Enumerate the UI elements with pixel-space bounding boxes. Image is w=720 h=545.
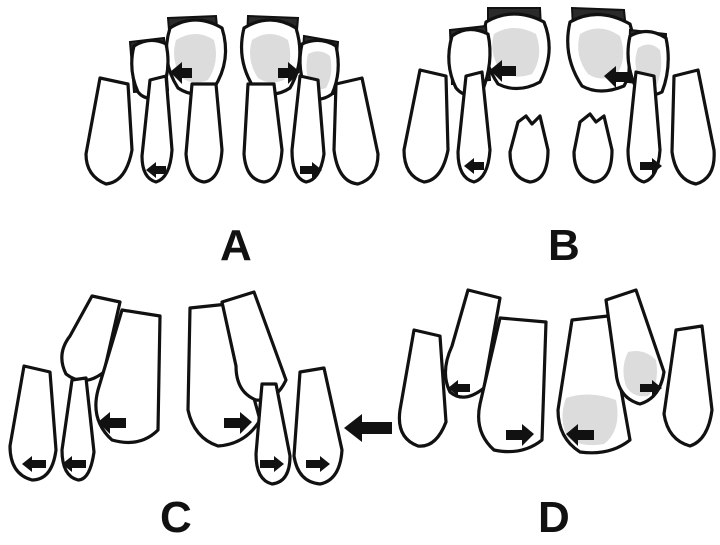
panel-label-c: C [160, 496, 192, 540]
panel-b-permanent-central-left [484, 8, 549, 89]
panel-b-primary-central-right-resorbed [574, 114, 612, 182]
panel-a [86, 16, 378, 184]
panel-d [399, 290, 712, 453]
panel-a-permanent-central-right [242, 16, 300, 94]
panel-b-primary-canine-right [672, 70, 714, 184]
arrow-icon [344, 414, 392, 442]
panel-d-primary-canine-right [664, 326, 712, 446]
panel-d-primary-canine-left [399, 330, 446, 446]
panel-a-primary-central-left [186, 84, 222, 182]
panel-label-d: D [538, 496, 570, 540]
panel-b-primary-canine-left [404, 70, 448, 182]
panel-a-permanent-central-left [166, 16, 225, 94]
panel-c-primary-lateral-right [256, 384, 290, 484]
panel-label-b: B [548, 224, 580, 268]
panel-b [404, 8, 714, 184]
panel-a-primary-central-right [244, 84, 282, 182]
panel-label-a: A [220, 224, 252, 268]
panel-a-primary-canine-right [334, 78, 378, 184]
panel-c [10, 292, 342, 484]
panel-b-primary-central-left-resorbed [510, 116, 548, 182]
panel-a-primary-canine-left [86, 78, 132, 184]
